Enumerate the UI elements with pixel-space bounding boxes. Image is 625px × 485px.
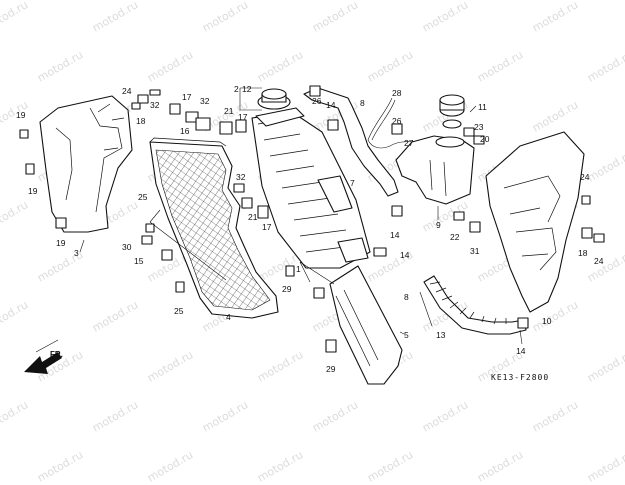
callout-29-a: 29 <box>282 284 292 294</box>
callout-13: 13 <box>436 330 446 340</box>
fasteners <box>19 85 605 353</box>
callout-30: 30 <box>122 242 132 252</box>
callout-26-a: 26 <box>312 96 322 106</box>
radiator-exploded-diagram: 1 2 3 4 5 7 8 8 9 10 11 12 13 14 14 14 1… <box>16 84 605 385</box>
callout-5: 5 <box>404 330 409 340</box>
callout-15: 15 <box>134 256 144 266</box>
callout-32-a: 32 <box>150 100 160 110</box>
part-8-upper-hose <box>303 87 399 197</box>
callout-18-b: 18 <box>578 248 588 258</box>
part-10-right-shroud <box>485 131 585 313</box>
callout-19-b: 19 <box>28 186 38 196</box>
callout-24-a: 24 <box>122 86 132 96</box>
callout-24-b: 24 <box>580 172 590 182</box>
callout-14-b: 14 <box>390 230 400 240</box>
callout-14-c: 14 <box>400 250 410 260</box>
part-13-drain-hose <box>423 275 527 335</box>
callout-24-c: 24 <box>594 256 604 266</box>
callout-14-a: 14 <box>326 100 336 110</box>
callout-25-b: 25 <box>174 306 184 316</box>
callout-20: 20 <box>480 134 490 144</box>
part-3-left-shroud <box>39 95 133 233</box>
callout-10: 10 <box>542 316 552 326</box>
callout-11: 11 <box>478 102 487 112</box>
callout-7: 7 <box>350 178 355 188</box>
callout-2: 2 <box>234 84 239 94</box>
callout-9: 9 <box>436 220 441 230</box>
front-direction-arrow-icon <box>24 352 62 374</box>
callout-18-a: 18 <box>136 116 146 126</box>
callout-21-a: 21 <box>224 106 234 116</box>
callout-31: 31 <box>470 246 480 256</box>
callout-21-b: 21 <box>248 212 258 222</box>
callout-17-c: 17 <box>262 222 272 232</box>
callout-25-a: 25 <box>138 192 148 202</box>
part-11-tank-cap <box>439 94 465 129</box>
callout-12: 12 <box>242 84 252 94</box>
callout-19-c: 19 <box>56 238 66 248</box>
callout-32-c: 32 <box>236 172 246 182</box>
callout-14-d: 14 <box>516 346 526 356</box>
callout-17-b: 17 <box>238 112 248 122</box>
leader-lines <box>35 87 523 353</box>
callout-26-b: 26 <box>392 116 402 126</box>
callout-19-a: 19 <box>16 110 26 120</box>
callout-32-b: 32 <box>200 96 210 106</box>
callout-22: 22 <box>450 232 460 242</box>
callout-4: 4 <box>226 312 231 322</box>
callout-3: 3 <box>74 248 79 258</box>
callout-1: 1 <box>296 264 301 274</box>
callout-8-lower: 8 <box>404 292 409 302</box>
callout-27: 27 <box>404 138 414 148</box>
callout-16: 16 <box>180 126 190 136</box>
callout-23: 23 <box>474 122 484 132</box>
callout-28: 28 <box>392 88 402 98</box>
part-12-radiator-cap <box>257 88 291 110</box>
part-4-radiator-grille <box>149 137 279 319</box>
direction-label: FR. <box>50 350 63 359</box>
callout-29-b: 29 <box>326 364 336 374</box>
part-9-reserve-tank <box>395 135 475 205</box>
diagram-code: KE13-F2800 <box>491 373 550 382</box>
callout-8-upper: 8 <box>360 98 365 108</box>
part-5-guard-plate <box>329 265 403 385</box>
part-2-radiator-core <box>251 107 371 269</box>
callout-17-a: 17 <box>182 92 192 102</box>
callout-labels: 1 2 3 4 5 7 8 8 9 10 11 12 13 14 14 14 1… <box>16 84 604 374</box>
part-28-breather-hose <box>367 97 421 149</box>
